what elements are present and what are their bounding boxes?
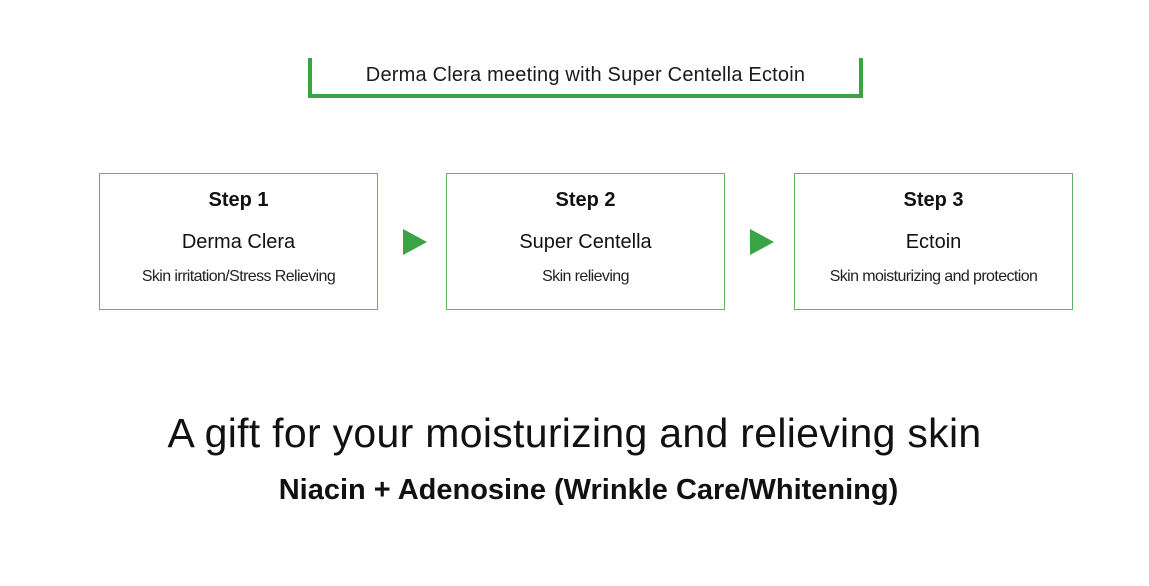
step-description: Skin moisturizing and protection <box>829 268 1038 285</box>
step-number: Step 1 <box>208 189 269 211</box>
step-name: Derma Clera <box>181 231 296 253</box>
step-number: Step 3 <box>903 189 964 211</box>
step-name: Ectoin <box>905 231 962 253</box>
step-description: Skin relieving <box>542 268 629 285</box>
banner-title: Derma Clera meeting with Super Centella … <box>365 63 806 86</box>
arrow-right-icon <box>750 229 774 255</box>
subheadline: Niacin + Adenosine (Wrinkle Care/Whiteni… <box>278 474 899 506</box>
step-card-3: Step 3 Ectoin Skin moisturizing and prot… <box>794 173 1073 310</box>
step-name: Super Centella <box>519 231 652 253</box>
step-number: Step 2 <box>555 189 616 211</box>
title-banner: Derma Clera meeting with Super Centella … <box>308 58 863 98</box>
step-card-1: Step 1 Derma Clera Skin irritation/Stres… <box>99 173 378 310</box>
headline: A gift for your moisturizing and relievi… <box>167 410 982 456</box>
step-description: Skin irritation/Stress Relieving <box>141 268 336 285</box>
step-card-2: Step 2 Super Centella Skin relieving <box>446 173 725 310</box>
arrow-right-icon <box>403 229 427 255</box>
